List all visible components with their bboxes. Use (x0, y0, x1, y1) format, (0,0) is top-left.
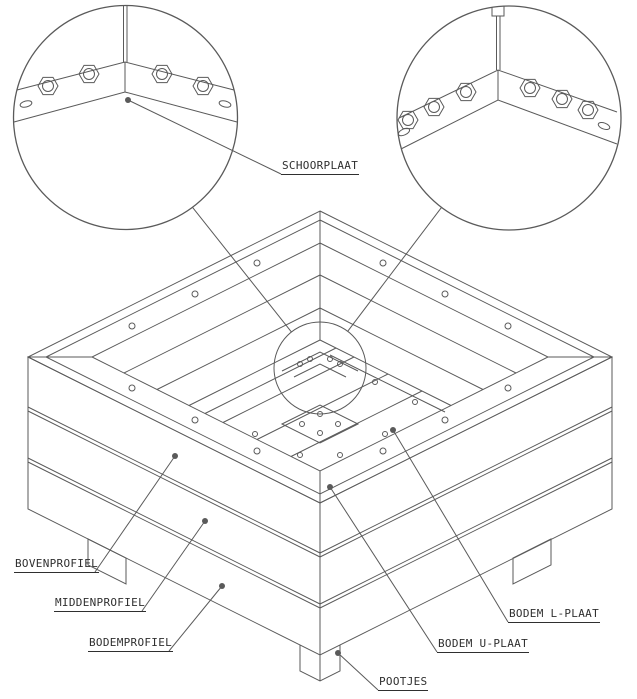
leader-dot (172, 453, 178, 459)
screw (253, 432, 258, 437)
bottom-panel (205, 348, 445, 458)
label-bovenprofiel: BOVENPROFIEL (14, 557, 100, 573)
right-wall-plank-gaps (320, 407, 612, 608)
right-detail-circle-outline (397, 6, 621, 230)
left-detail-circle-outline (14, 6, 238, 230)
label-schoorplaat: SCHOORPLAAT (281, 159, 360, 175)
leader-middenprofiel (142, 521, 205, 611)
foot-front (300, 645, 340, 681)
foot-left (88, 539, 126, 584)
screw (373, 380, 378, 385)
leader-dot (125, 97, 131, 103)
inner-walls (124, 211, 516, 406)
label-bodem-l-plaat: BODEM L-PLAAT (508, 607, 600, 623)
inner-left-wall-planks (124, 275, 320, 390)
label-bodem-u-plaat: BODEM U-PLAAT (437, 637, 529, 653)
leader-dot (327, 484, 333, 490)
right-wall (320, 357, 612, 655)
screw (318, 431, 323, 436)
bodem-l-plaat-edge (330, 355, 445, 412)
screw (336, 422, 341, 427)
bolt (298, 362, 303, 367)
leader-bodem-u-plaat (330, 487, 437, 652)
leader-dot (202, 518, 208, 524)
left-wall-plank-gaps (28, 407, 320, 608)
left-detail-view (14, 5, 238, 230)
left-detail-content (14, 5, 237, 122)
inner-right-wall-planks (320, 275, 516, 390)
detail-marker-circle (274, 322, 366, 414)
label-pootjes: POOTJES (378, 675, 429, 691)
label-bodemprofiel: BODEMPROFIEL (88, 636, 174, 652)
right-detail-view (397, 5, 621, 230)
leader-dot (390, 427, 396, 433)
leader-bovenprofiel (95, 456, 175, 572)
right-detail-content (397, 5, 617, 150)
detail-connection-line-right (348, 207, 442, 331)
slot-hole (218, 100, 231, 109)
detail-connection-line-left (193, 207, 292, 332)
slot-hole (597, 121, 610, 131)
screw (383, 432, 388, 437)
leader-pootjes (338, 653, 378, 690)
schoorplaat-plate-bottom-edge (399, 100, 617, 150)
corner-bracket (282, 352, 358, 377)
bolt (328, 357, 333, 362)
corner-seam (497, 16, 501, 70)
screw (300, 422, 305, 427)
rim-corner-joints (28, 357, 612, 503)
label-middenprofiel: MIDDENPROFIEL (54, 596, 146, 612)
leader-dot (219, 583, 225, 589)
leader-lines (95, 97, 508, 690)
leader-bodemprofiel (169, 586, 222, 651)
bottom-plank-gaps (205, 348, 422, 457)
corner-seam (124, 5, 128, 62)
bolt (308, 357, 313, 362)
planter-drawing (28, 207, 612, 681)
bolt (338, 362, 343, 367)
leader-schoorplaat (128, 100, 281, 174)
schoorplaat-plate-top-edge (399, 70, 617, 118)
leader-bodem-l-plaat (393, 430, 508, 622)
screw (298, 453, 303, 458)
rim-screws (129, 260, 511, 454)
corner-screw-head (492, 5, 504, 16)
bodem-u-plaat-outline (282, 405, 358, 443)
bracket-edge (294, 364, 346, 377)
schoorplaat-plate-bottom-edge (14, 92, 237, 122)
leader-dot (335, 650, 341, 656)
screw (338, 453, 343, 458)
screw (413, 400, 418, 405)
foot-right (513, 539, 551, 584)
outer-walls (28, 357, 612, 655)
slot-hole (19, 100, 32, 109)
slot-hole (397, 127, 410, 138)
bracket-edge (282, 352, 358, 371)
feet (88, 539, 551, 681)
inner-wall-bottom-edges (189, 340, 451, 406)
